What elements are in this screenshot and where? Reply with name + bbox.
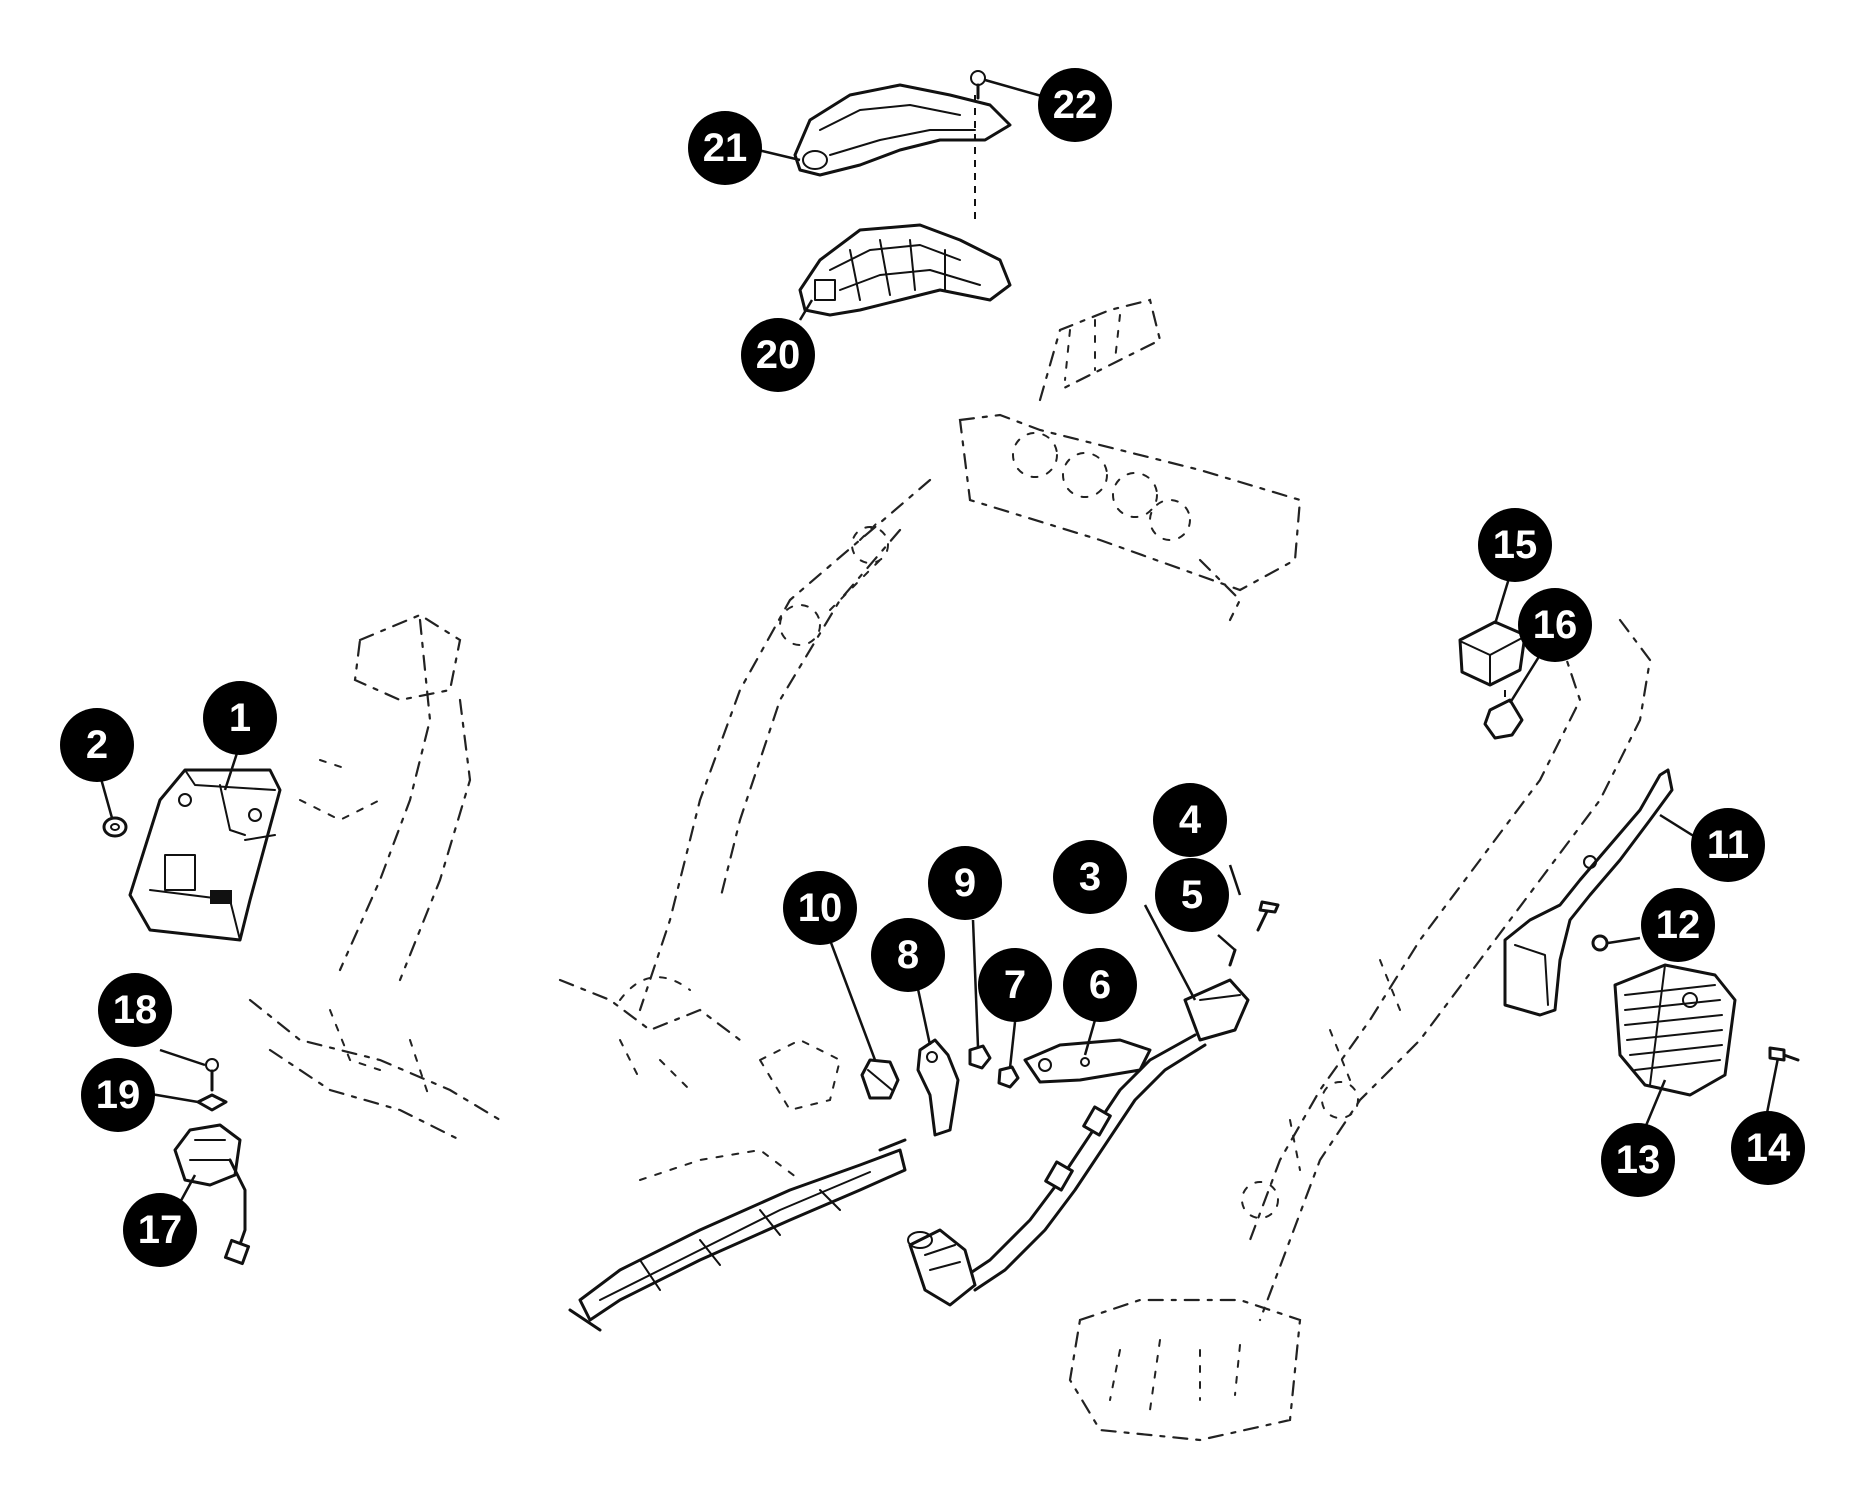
callout-13: 13 — [1601, 1123, 1675, 1197]
callout-15: 15 — [1478, 508, 1552, 582]
callout-9-label: 9 — [954, 861, 976, 905]
part-9-nut — [968, 1044, 992, 1070]
callout-5-label: 5 — [1181, 873, 1203, 917]
callout-19: 19 — [81, 1058, 155, 1132]
part-20-housing-lower — [798, 223, 1012, 317]
callout-15-label: 15 — [1493, 523, 1538, 567]
callout-14: 14 — [1731, 1111, 1805, 1185]
callout-14-label: 14 — [1746, 1126, 1791, 1170]
callout-16-label: 16 — [1533, 603, 1578, 647]
callout-8: 8 — [871, 918, 945, 992]
callout-12-label: 12 — [1656, 903, 1701, 947]
callout-2: 2 — [60, 708, 134, 782]
callout-12: 12 — [1641, 888, 1715, 962]
part-14-bolt — [1768, 1046, 1800, 1062]
callout-19-label: 19 — [96, 1073, 141, 1117]
callout-6: 6 — [1063, 948, 1137, 1022]
callout-10-label: 10 — [798, 886, 843, 930]
part-4-pin — [1256, 900, 1280, 932]
part-12-screw — [1591, 934, 1609, 952]
ghosted-frame — [248, 298, 1652, 1442]
callout-4: 4 — [1153, 783, 1227, 857]
callout-3-label: 3 — [1079, 855, 1101, 899]
part-21-housing-upper — [793, 83, 1012, 177]
callout-9: 9 — [928, 846, 1002, 920]
callout-13-label: 13 — [1616, 1138, 1661, 1182]
part-18-screw — [205, 1058, 219, 1092]
callout-1-label: 1 — [229, 696, 251, 740]
part-2-grommet — [102, 816, 128, 838]
part-17-sensor — [173, 1123, 251, 1266]
part-10-clip — [860, 1058, 900, 1100]
callout-21-label: 21 — [703, 126, 748, 170]
callout-21: 21 — [688, 111, 762, 185]
part-1-control-module — [128, 768, 282, 942]
callout-20-label: 20 — [756, 333, 801, 377]
part-7-nut — [997, 1065, 1020, 1089]
callout-8-label: 8 — [897, 933, 919, 977]
part-3-ignition-lead — [907, 978, 1250, 1307]
part-16-rubber-mount — [1483, 690, 1524, 740]
callout-7-label: 7 — [1004, 963, 1026, 1007]
callout-22: 22 — [1038, 68, 1112, 142]
part-22-screw — [970, 70, 986, 100]
part-13-regulator — [1613, 963, 1737, 1097]
callout-3: 3 — [1053, 840, 1127, 914]
callout-18-label: 18 — [113, 988, 158, 1032]
callout-20: 20 — [741, 318, 815, 392]
part-11-bracket-arm — [1503, 768, 1674, 1017]
part-19-washer — [196, 1093, 228, 1112]
callout-4-label: 4 — [1179, 798, 1202, 842]
callout-7: 7 — [978, 948, 1052, 1022]
callout-16: 16 — [1518, 588, 1592, 662]
callout-11: 11 — [1691, 808, 1765, 882]
callout-22-label: 22 — [1053, 83, 1098, 127]
part-8-bracket — [916, 1038, 960, 1137]
callout-10: 10 — [783, 871, 857, 945]
part-5-washer — [1228, 948, 1237, 967]
callout-1: 1 — [203, 681, 277, 755]
part-6-bracket-plate — [1023, 1038, 1152, 1084]
callout-6-label: 6 — [1089, 963, 1111, 1007]
part-15-relay — [1458, 620, 1527, 687]
chain-guard-assembly — [568, 1138, 907, 1332]
callout-17: 17 — [123, 1193, 197, 1267]
callout-18: 18 — [98, 973, 172, 1047]
callout-11-label: 11 — [1707, 823, 1749, 867]
callout-2-label: 2 — [86, 723, 108, 767]
callout-17-label: 17 — [138, 1208, 183, 1252]
callouts: 1 2 3 4 5 6 7 8 — [60, 68, 1805, 1267]
callout-5: 5 — [1155, 858, 1229, 932]
